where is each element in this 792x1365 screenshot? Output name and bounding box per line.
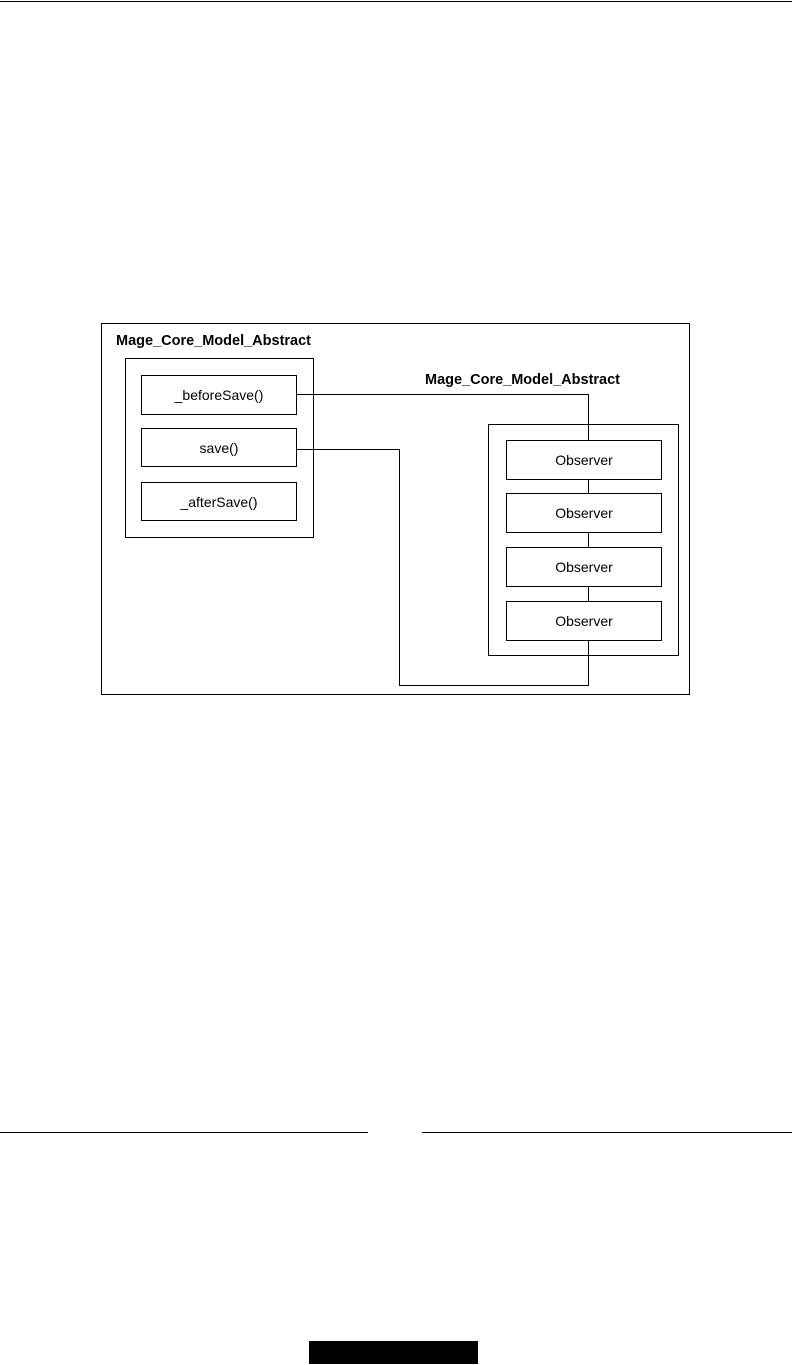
redaction-bar xyxy=(309,1341,478,1364)
connector-save xyxy=(297,449,400,450)
top-rule xyxy=(0,1,792,2)
observer-link xyxy=(588,532,589,547)
observer-box: Observer xyxy=(506,601,662,641)
observer-box: Observer xyxy=(506,547,662,587)
bottom-rule-right xyxy=(422,1132,792,1133)
observer-box: Observer xyxy=(506,440,662,480)
observer-link xyxy=(588,479,589,493)
method-after-save: _afterSave() xyxy=(141,482,297,521)
method-before-save: _beforeSave() xyxy=(141,375,297,415)
connector-save xyxy=(399,449,400,686)
connector-before-save xyxy=(297,394,589,395)
left-container-label: Mage_Core_Model_Abstract xyxy=(116,333,311,349)
method-save: save() xyxy=(141,428,297,467)
bottom-rule-left xyxy=(0,1132,368,1133)
right-container-label: Mage_Core_Model_Abstract xyxy=(425,372,620,388)
connector-save xyxy=(399,685,589,686)
connector-before-save xyxy=(588,394,589,441)
observer-box: Observer xyxy=(506,493,662,533)
observer-link xyxy=(588,586,589,601)
connector-save xyxy=(588,640,589,686)
